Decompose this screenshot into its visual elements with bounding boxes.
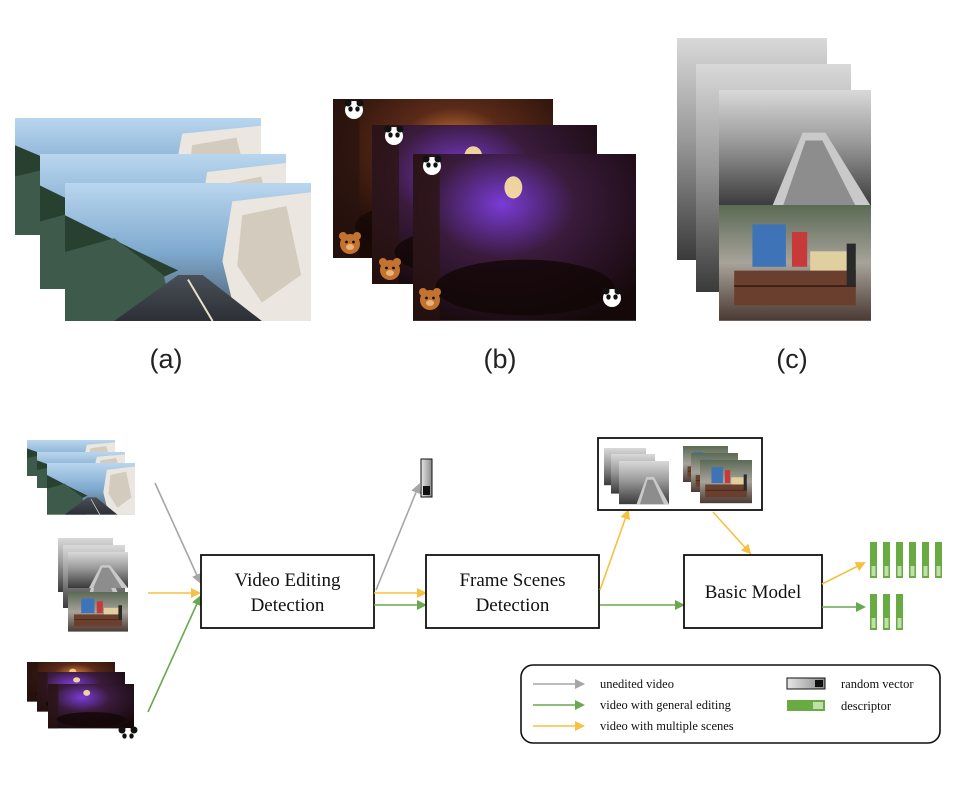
panel-c-frames [677, 38, 872, 322]
random-vector-icon [420, 458, 433, 498]
descriptor-icon [883, 542, 890, 578]
descriptor-icon [870, 542, 877, 578]
input-multiple-scenes-video [58, 538, 129, 632]
legend-multiple-label: video with multiple scenes [600, 719, 734, 733]
basic-model-box: Basic Model [683, 554, 823, 629]
caption-a: (a) [150, 344, 183, 374]
ved-label-line1: Video Editing [235, 570, 341, 591]
ved-label-line2: Detection [251, 595, 325, 616]
caption-b: (b) [484, 344, 517, 374]
caption-c: (c) [776, 344, 807, 374]
descriptor-icon [883, 594, 890, 630]
arrow-general-to-ved [147, 595, 202, 713]
legend: unedited video video with general editin… [520, 664, 941, 744]
legend-descriptor-icon [787, 700, 825, 711]
legend-random-vector-label: random vector [841, 677, 914, 691]
descriptor-icon [870, 594, 877, 630]
legend-random-vector-icon [786, 677, 826, 690]
input-unedited-video [26, 439, 136, 515]
frame-scenes-detection-box: Frame Scenes Detection [425, 554, 600, 629]
legend-general-label: video with general editing [600, 698, 732, 712]
descriptor-icon [935, 542, 942, 578]
split-scenes-box [597, 437, 763, 511]
descriptor-icon [909, 542, 916, 578]
panel-b-frames [333, 99, 636, 321]
descriptor-icon [896, 594, 903, 630]
legend-unedited-label: unedited video [600, 677, 674, 691]
arrow-ved-to-random-vector [375, 483, 421, 591]
basic-model-label: Basic Model [705, 582, 802, 603]
arrow-fsd-to-scenes [599, 509, 631, 591]
arrow-unedited-to-ved [154, 482, 202, 584]
arrow-scenes-to-basic-model [712, 511, 752, 555]
fsd-label-line2: Detection [476, 595, 550, 616]
descriptor-icon [922, 542, 929, 578]
descriptors-multiple-scenes [870, 542, 942, 578]
fsd-label-line1: Frame Scenes [459, 570, 565, 591]
arrow-basic-to-multi-descriptors [821, 562, 866, 585]
descriptor-icon [896, 542, 903, 578]
video-editing-detection-box: Video Editing Detection [200, 554, 375, 629]
legend-descriptor-label: descriptor [841, 699, 892, 713]
panel-a-frames [14, 117, 312, 322]
descriptors-general-editing [870, 594, 903, 630]
input-general-editing-video [27, 662, 138, 746]
